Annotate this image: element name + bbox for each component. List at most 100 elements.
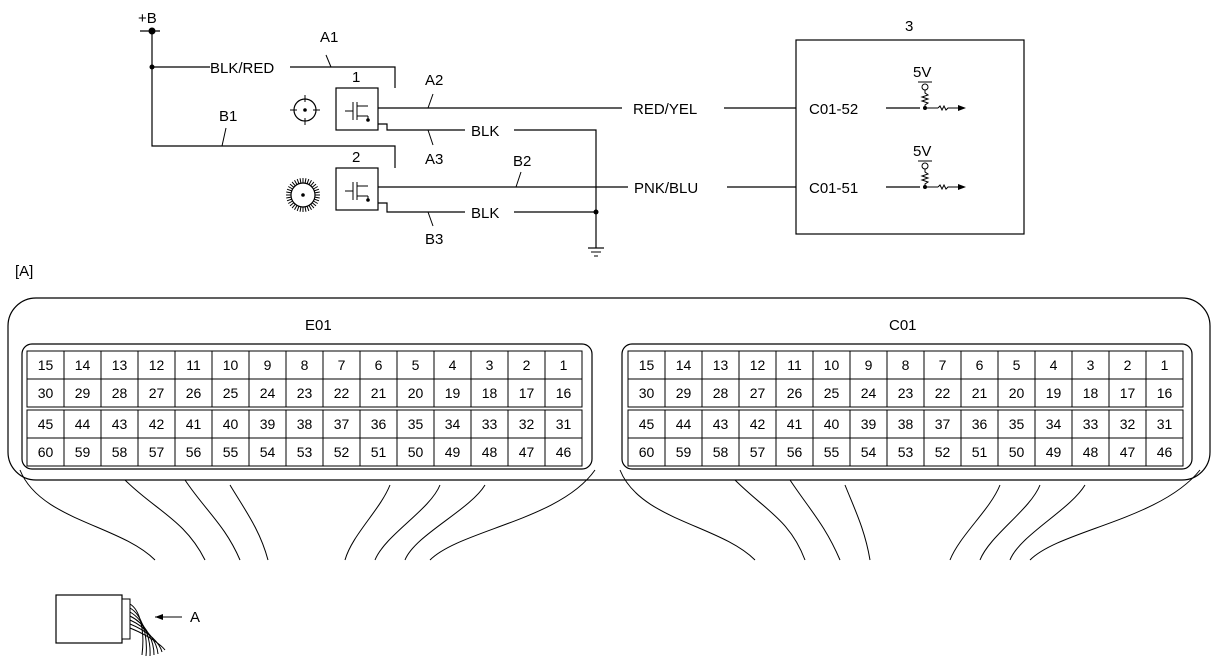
pin-number: 18: [1083, 385, 1099, 401]
pin-number: 4: [449, 357, 457, 373]
wire-a2-pointer: [427, 93, 434, 109]
connector-e01: [21, 343, 593, 470]
pin-number: 52: [334, 444, 350, 460]
pin-number: 22: [935, 385, 951, 401]
pin-number: 1: [560, 357, 568, 373]
pin-number: 27: [750, 385, 766, 401]
pin-number: 42: [750, 416, 766, 432]
pin-cell: [26, 409, 65, 439]
pin-number: 57: [750, 444, 766, 460]
pin-cell: [63, 378, 102, 408]
pin-number: 30: [38, 385, 54, 401]
pin-number: 10: [824, 357, 840, 373]
connector-side-view-icon: A: [55, 594, 200, 657]
pin-number: 24: [861, 385, 877, 401]
supply-circuit: +B BLK/RED A1 B1: [138, 10, 396, 168]
pin-cell: [701, 350, 740, 380]
pin-cell: [248, 409, 287, 439]
transistor-2-icon: [345, 182, 370, 202]
pin-number: 9: [264, 357, 272, 373]
pin-number: 22: [334, 385, 350, 401]
pin-cell: [248, 378, 287, 408]
pin-number: 55: [824, 444, 840, 460]
pin-number: 33: [1083, 416, 1099, 432]
pin-number: 3: [1087, 357, 1095, 373]
pin-cell: [211, 378, 250, 408]
pin-number: 51: [371, 444, 387, 460]
pin-number: 23: [297, 385, 313, 401]
pin-number: 60: [38, 444, 54, 460]
pin-number: 1: [1161, 357, 1169, 373]
pullup-1-icon: [918, 81, 966, 112]
sensor-1-number: 1: [352, 69, 360, 86]
sensor-2-body: [335, 167, 379, 211]
pin-number: 58: [112, 444, 128, 460]
pin-number: 17: [519, 385, 535, 401]
pin-number: 49: [445, 444, 461, 460]
pin-number: 35: [408, 416, 424, 432]
pin-cell: [1108, 378, 1147, 408]
pin-number: 49: [1046, 444, 1062, 460]
pin-number: 10: [223, 357, 239, 373]
pin-number: 2: [523, 357, 531, 373]
pin-number: 53: [297, 444, 313, 460]
pin-cell: [248, 437, 287, 467]
pin-cell: [1034, 378, 1073, 408]
pin-number: 23: [898, 385, 914, 401]
pin-number: 8: [902, 357, 910, 373]
pin-number: 41: [186, 416, 202, 432]
pin-number: 37: [935, 416, 951, 432]
pin-number: 54: [260, 444, 276, 460]
pin-cell: [960, 437, 999, 467]
pin-number: 41: [787, 416, 803, 432]
view-label: [A]: [15, 263, 33, 280]
pin-cell: [433, 437, 472, 467]
pin-cell: [285, 437, 324, 467]
control-module-box: [795, 39, 1025, 235]
pin-number: 60: [639, 444, 655, 460]
harness-wires: [19, 469, 1201, 561]
pin-cell: [701, 378, 740, 408]
arrow-left-icon: [155, 614, 163, 620]
pin-cell: [396, 409, 435, 439]
input1-pin: C01-52: [809, 101, 858, 118]
harness-arrow-label: A: [190, 609, 200, 626]
pin-cell: [396, 378, 435, 408]
pin-cell: [1034, 437, 1073, 467]
pin-number: 45: [38, 416, 54, 432]
pin-number: 26: [787, 385, 803, 401]
pin-cell: [738, 437, 777, 467]
control-module: 3 C01-52 5V C01-51 5V: [795, 18, 1025, 235]
wire-b3-color: BLK: [471, 205, 499, 222]
wire-b1: [151, 31, 396, 168]
pin-number: 27: [149, 385, 165, 401]
pin-cell: [433, 350, 472, 380]
pin-number: 25: [824, 385, 840, 401]
pin-number: 6: [976, 357, 984, 373]
pin-cell: [248, 350, 287, 380]
pin-number: 15: [639, 357, 655, 373]
pin-number: 26: [186, 385, 202, 401]
pin-cell: [1145, 437, 1184, 467]
pin-cell: [100, 437, 139, 467]
pin-number: 46: [1157, 444, 1173, 460]
input1-voltage: 5V: [913, 64, 931, 81]
pin-number: 34: [1046, 416, 1062, 432]
pin-number: 31: [556, 416, 572, 432]
pin-number: 37: [334, 416, 350, 432]
pin-cell: [849, 437, 888, 467]
pin-number: 5: [412, 357, 420, 373]
pin-number: 38: [898, 416, 914, 432]
pin-number: 12: [750, 357, 766, 373]
pin-number: 51: [972, 444, 988, 460]
pin-number: 19: [445, 385, 461, 401]
pin-number: 43: [713, 416, 729, 432]
pin-number: 11: [787, 357, 802, 373]
pin-number: 32: [1120, 416, 1136, 432]
pin-cell: [26, 437, 65, 467]
pin-cell: [664, 437, 703, 467]
pin-number: 32: [519, 416, 535, 432]
pin-number: 14: [676, 357, 692, 373]
